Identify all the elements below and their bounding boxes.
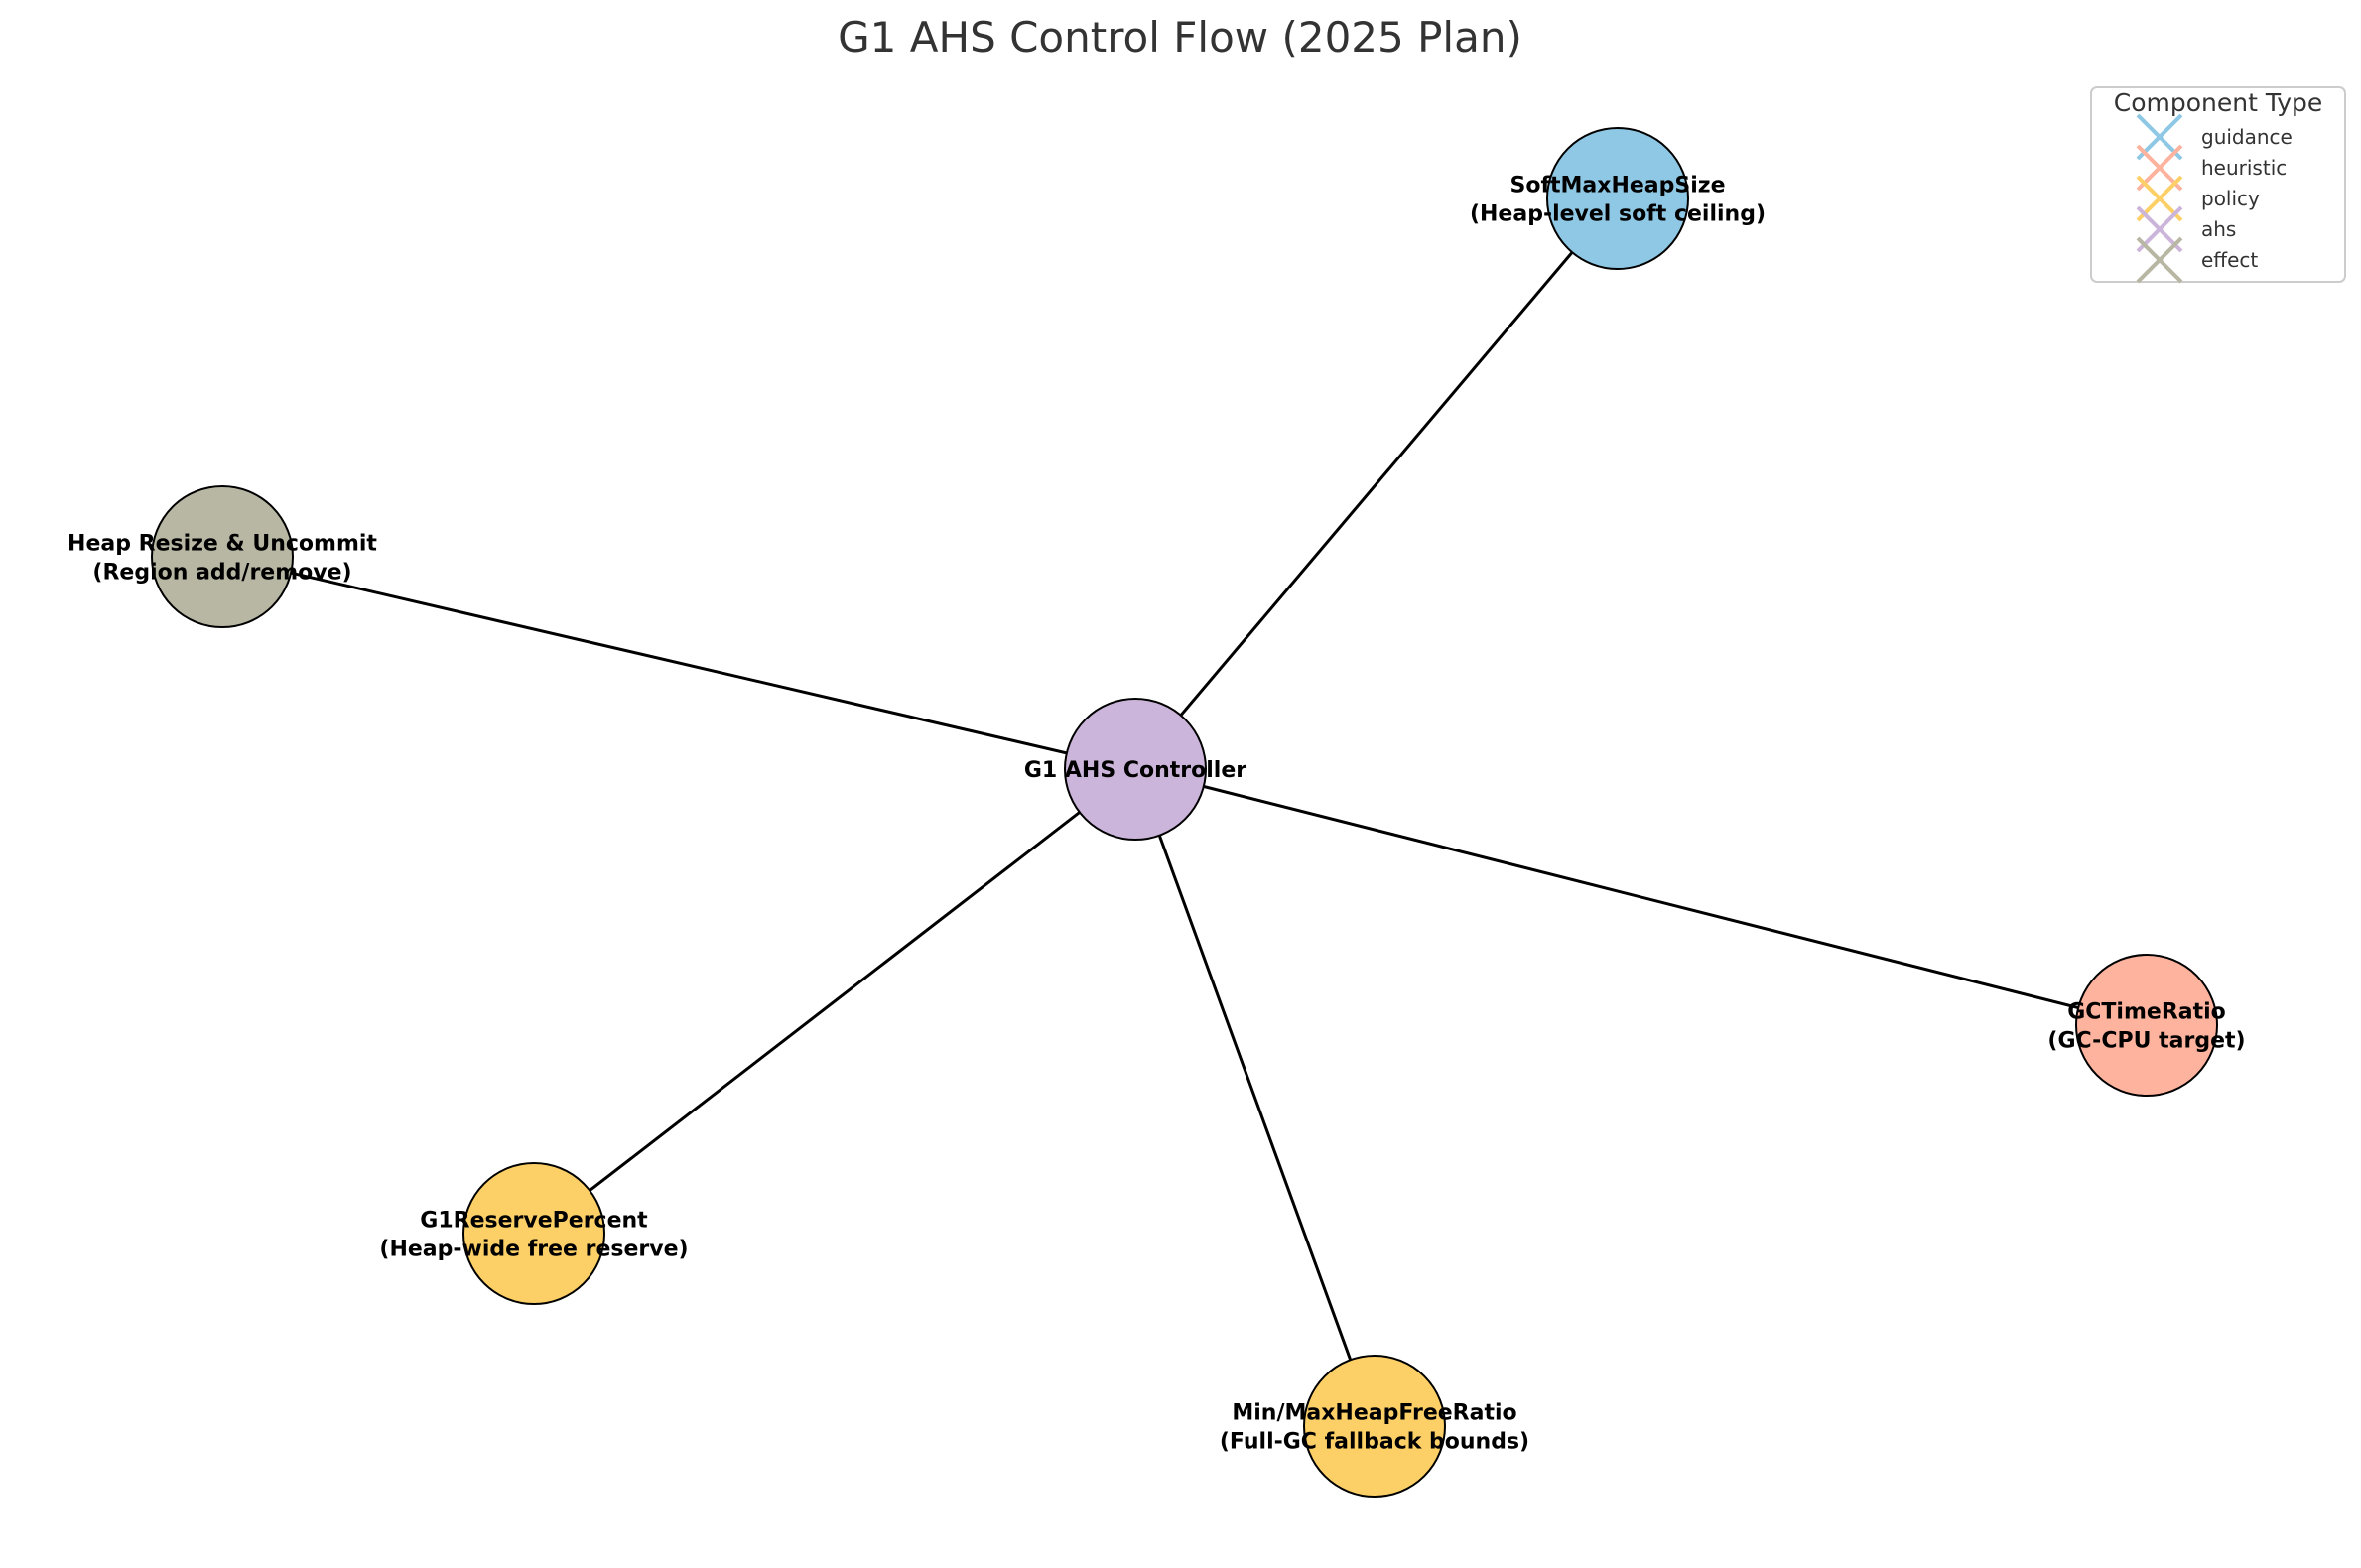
edge-controller-softmax xyxy=(1133,197,1620,770)
node-circle-freeratio xyxy=(1303,1355,1446,1498)
node-label-resize-line-1: (Region add/remove) xyxy=(92,561,351,586)
legend-label-effect: effect xyxy=(2201,248,2258,272)
node-label-resize-line-0: Heap Resize & Uncommit xyxy=(67,532,377,557)
legend-items: guidance heuristic policy ahs effect xyxy=(2136,113,2293,284)
edge-controller-reserve xyxy=(533,767,1136,1236)
node-freeratio: Min/MaxHeapFreeRatio (Full-GC fallback bo… xyxy=(1220,1355,1529,1498)
node-circle-softmax xyxy=(1546,127,1689,270)
node-circle-controller xyxy=(1064,698,1207,841)
node-resize: Heap Resize & Uncommit (Region add/remove… xyxy=(67,485,377,628)
node-circle-gctime xyxy=(2075,954,2218,1097)
edge-controller-freeratio xyxy=(1133,768,1377,1427)
node-label-reserve-line-0: G1ReservePercent xyxy=(420,1209,648,1234)
legend-title: Component Type xyxy=(2114,88,2323,117)
legend-label-heuristic: heuristic xyxy=(2201,156,2287,180)
node-label-controller-line-0: G1 AHS Controller xyxy=(1024,758,1246,783)
legend-item-effect: effect xyxy=(2136,236,2258,284)
legend-label-ahs: ahs xyxy=(2201,217,2236,241)
node-label-freeratio-line-1: (Full-GC fallback bounds) xyxy=(1220,1430,1529,1455)
node-label-gctime-line-0: GCTimeRatio xyxy=(2067,1000,2226,1025)
node-label-softmax-line-0: SoftMaxHeapSize xyxy=(1509,174,1725,198)
legend-item-guidance: guidance xyxy=(2136,113,2293,161)
node-controller: G1 AHS Controller xyxy=(1024,698,1246,841)
node-label-gctime-line-1: (GC-CPU target) xyxy=(2047,1029,2245,1054)
node-softmax: SoftMaxHeapSize (Heap-level soft ceiling) xyxy=(1470,127,1766,270)
node-circle-resize xyxy=(151,485,294,628)
legend-item-heuristic: heuristic xyxy=(2136,144,2287,192)
edges-layer xyxy=(221,197,2148,1427)
diagram-title: G1 AHS Control Flow (2025 Plan) xyxy=(838,13,1522,62)
nodes-layer: G1 AHS Controller SoftMaxHeapSize (Heap-le… xyxy=(67,127,2246,1498)
node-reserve: G1ReservePercent (Heap-wide free reserve) xyxy=(379,1162,689,1305)
legend-label-policy: policy xyxy=(2201,187,2260,210)
edge-controller-resize xyxy=(221,555,1136,771)
node-circle-reserve xyxy=(462,1162,605,1305)
legend-marker-effect-1 xyxy=(2136,236,2183,284)
node-gctime: GCTimeRatio (GC-CPU target) xyxy=(2047,954,2246,1097)
legend-label-guidance: guidance xyxy=(2201,125,2293,149)
node-label-freeratio-line-0: Min/MaxHeapFreeRatio xyxy=(1232,1401,1516,1426)
edge-controller-gctime xyxy=(1134,767,2148,1027)
node-label-softmax-line-1: (Heap-level soft ceiling) xyxy=(1470,202,1766,227)
node-label-reserve-line-1: (Heap-wide free reserve) xyxy=(379,1238,688,1262)
legend: Component Type guidance heuristic policy ah… xyxy=(2090,86,2346,284)
